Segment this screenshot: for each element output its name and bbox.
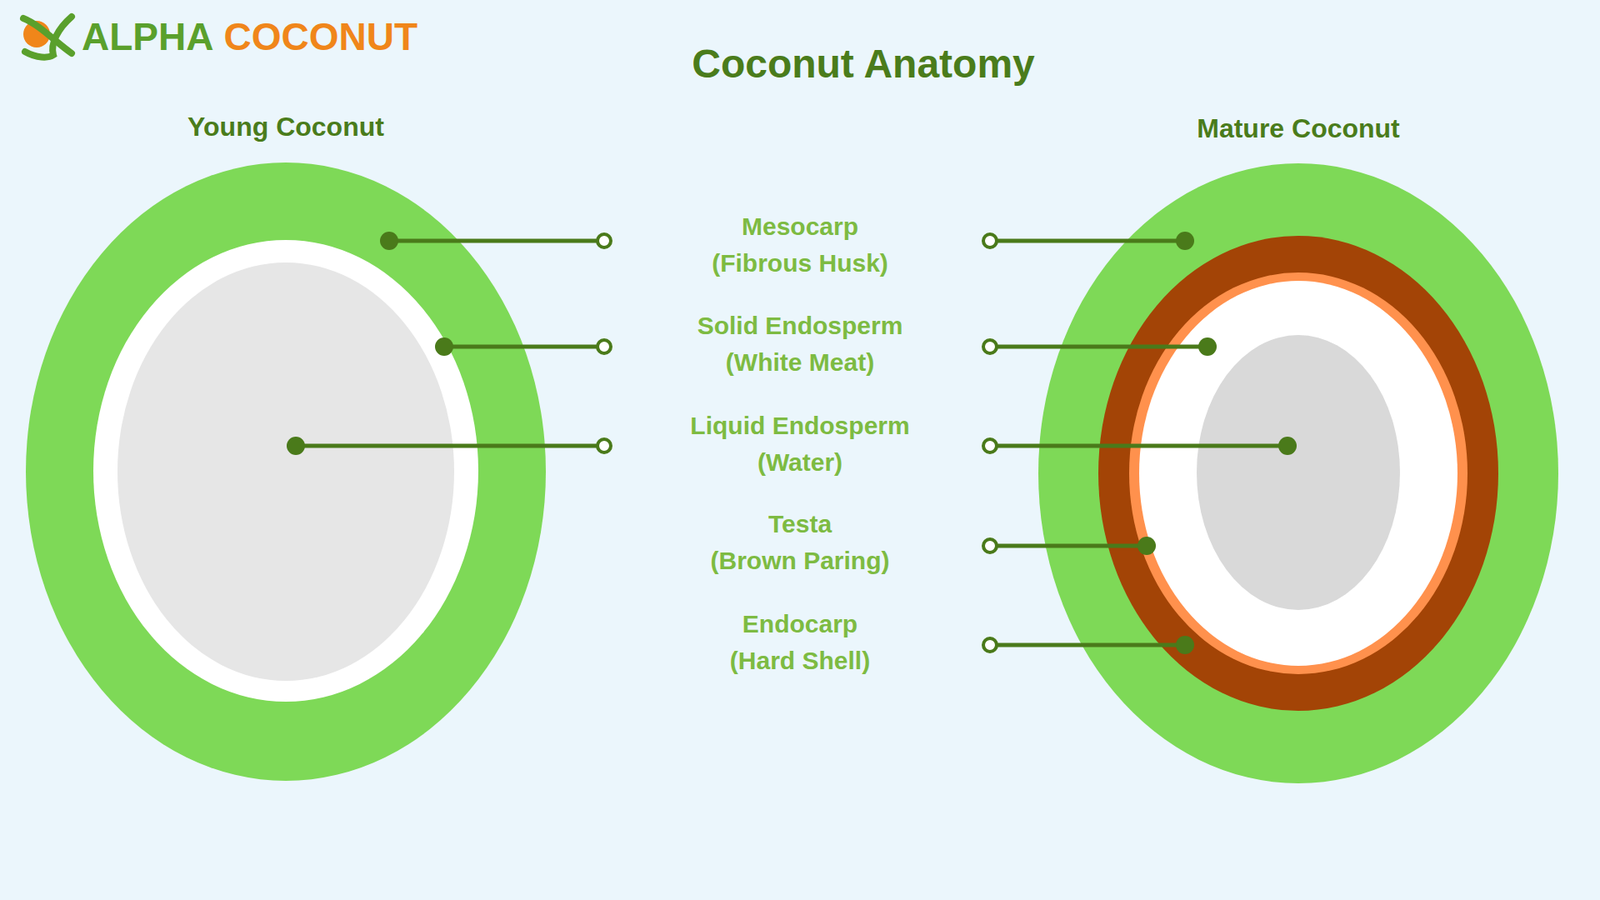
- endocarp: [1098, 235, 1499, 711]
- leader-line: [996, 643, 1185, 648]
- leader-end: [597, 234, 611, 248]
- part-label: Liquid Endosperm (Water): [690, 407, 910, 481]
- solid-endosperm: [93, 240, 479, 702]
- logo-icon: [23, 16, 72, 58]
- mesocarp: [1038, 163, 1559, 784]
- mesocarp: [25, 162, 546, 781]
- leader-ends: [597, 234, 997, 652]
- label-line: (Fibrous Husk): [711, 245, 889, 282]
- leader-end: [983, 439, 997, 453]
- leader-dot: [1175, 231, 1195, 250]
- leader-dot: [1198, 337, 1217, 356]
- part-label: Endocarp (Hard Shell): [730, 605, 870, 680]
- mature-coconut: [1038, 163, 1559, 784]
- leader-dot: [380, 231, 399, 250]
- label-line: Mesocarp: [711, 208, 889, 245]
- leader-dot: [1137, 536, 1156, 555]
- leader-line: [996, 444, 1288, 449]
- leader-end: [597, 340, 611, 354]
- label-line: (Brown Paring): [710, 542, 890, 580]
- leader-dot: [1278, 436, 1297, 455]
- leader-end: [983, 638, 997, 652]
- section-heading: Mature Coconut: [1196, 111, 1400, 145]
- part-label: Solid Endosperm (White Meat): [697, 307, 904, 381]
- leader-line: [996, 345, 1208, 350]
- young-coconut: [25, 162, 546, 781]
- part-label: Testa (Brown Paring): [710, 505, 890, 580]
- leader-end: [983, 539, 997, 553]
- label-line: Solid Endosperm: [697, 307, 904, 345]
- label-line: Endocarp: [730, 605, 870, 643]
- solid-endosperm: [1139, 280, 1458, 666]
- logo-stroke: [25, 16, 72, 58]
- part-label: Mesocarp (Fibrous Husk): [711, 208, 889, 282]
- leader-end: [983, 340, 997, 354]
- label-line: (Water): [690, 444, 910, 481]
- label-line: Liquid Endosperm: [690, 407, 910, 445]
- liquid-endosperm: [1196, 335, 1400, 610]
- testa: [1129, 272, 1468, 675]
- leader-dot: [435, 337, 454, 356]
- diagram-title: Coconut Anatomy: [691, 40, 1035, 87]
- label-line: Testa: [710, 505, 890, 543]
- leader-dots: [286, 231, 1297, 655]
- leader-dot: [286, 436, 305, 455]
- leader-line: [295, 444, 598, 449]
- leader-dot: [1175, 635, 1195, 655]
- leader-line: [996, 239, 1185, 244]
- leader-line: [444, 345, 598, 350]
- leader-end: [597, 439, 611, 453]
- leader-line: [389, 239, 598, 244]
- label-line: (White Meat): [697, 344, 904, 381]
- label-line: (Hard Shell): [730, 642, 870, 680]
- leader-lines: [295, 240, 1288, 645]
- leader-line: [996, 544, 1147, 549]
- leader-end: [983, 234, 997, 248]
- liquid-endosperm: [117, 262, 455, 681]
- logo-text: COCONUT: [223, 15, 418, 59]
- logo-text: ALPHA: [81, 15, 214, 59]
- section-heading: Young Coconut: [187, 110, 385, 144]
